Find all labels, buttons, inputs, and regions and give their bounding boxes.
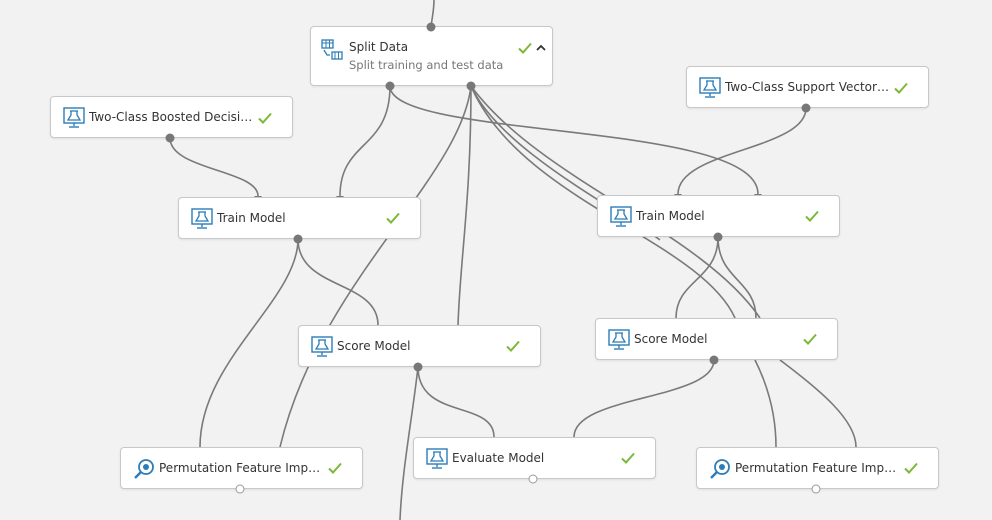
ml-model-icon <box>191 208 213 230</box>
score-model-right-node[interactable]: Score Model <box>595 318 838 360</box>
output-port[interactable] <box>235 484 245 494</box>
node-title: Score Model <box>337 339 411 353</box>
node-subtitle: Split training and test data <box>349 58 504 72</box>
ml-model-icon <box>608 329 630 351</box>
checkmark-icon <box>803 333 817 345</box>
ml-model-icon <box>63 107 85 129</box>
output-port[interactable] <box>801 103 811 113</box>
checkmark-icon <box>386 212 400 224</box>
node-title: Train Model <box>217 211 286 225</box>
node-title: Split Data <box>349 40 409 54</box>
checkmark-icon <box>621 452 635 464</box>
ml-model-icon <box>311 336 333 358</box>
train-model-right-node[interactable]: Train Model <box>597 195 840 237</box>
boosted-decision-tree-node[interactable]: Two-Class Boosted Decision... <box>50 96 293 138</box>
checkmark-icon <box>258 112 272 124</box>
output-port[interactable] <box>528 474 538 484</box>
node-title: Evaluate Model <box>452 451 545 465</box>
magnifier-icon <box>709 458 731 480</box>
evaluate-model-node[interactable]: Evaluate Model <box>413 437 656 479</box>
train-model-left-node[interactable]: Train Model <box>178 197 421 239</box>
permutation-feature-importance-left-node[interactable]: Permutation Feature Import... <box>120 447 363 489</box>
checkmark-icon <box>904 462 918 474</box>
output-port[interactable] <box>811 484 821 494</box>
svm-node[interactable]: Two-Class Support Vector M... <box>686 66 929 108</box>
ml-model-icon <box>699 77 721 99</box>
split-data-icon <box>321 39 343 61</box>
magnifier-icon <box>133 458 155 480</box>
node-title: Permutation Feature Import... <box>159 461 324 475</box>
output-port[interactable] <box>709 355 719 365</box>
permutation-feature-importance-right-node[interactable]: Permutation Feature Import... <box>696 447 939 489</box>
input-port[interactable] <box>426 22 436 32</box>
checkmark-icon <box>805 210 819 222</box>
node-title: Score Model <box>634 332 708 346</box>
checkmark-icon <box>506 340 520 352</box>
node-title: Permutation Feature Import... <box>735 461 900 475</box>
split-data-node[interactable]: Split Data Split training and test data <box>310 26 553 86</box>
output-port[interactable] <box>293 234 303 244</box>
checkmark-icon <box>518 42 532 54</box>
node-title: Two-Class Support Vector M... <box>725 80 890 94</box>
output-port[interactable] <box>713 232 723 242</box>
chevron-up-icon[interactable] <box>535 42 547 54</box>
output-port[interactable] <box>165 133 175 143</box>
ml-model-icon <box>426 448 448 470</box>
output-port[interactable] <box>413 362 423 372</box>
node-title: Train Model <box>636 209 705 223</box>
node-title: Two-Class Boosted Decision... <box>89 110 254 124</box>
checkmark-icon <box>894 82 908 94</box>
score-model-left-node[interactable]: Score Model <box>298 325 541 367</box>
checkmark-icon <box>328 462 342 474</box>
output-port-left[interactable] <box>385 81 395 91</box>
ml-model-icon <box>610 206 632 228</box>
output-port-right[interactable] <box>466 81 476 91</box>
